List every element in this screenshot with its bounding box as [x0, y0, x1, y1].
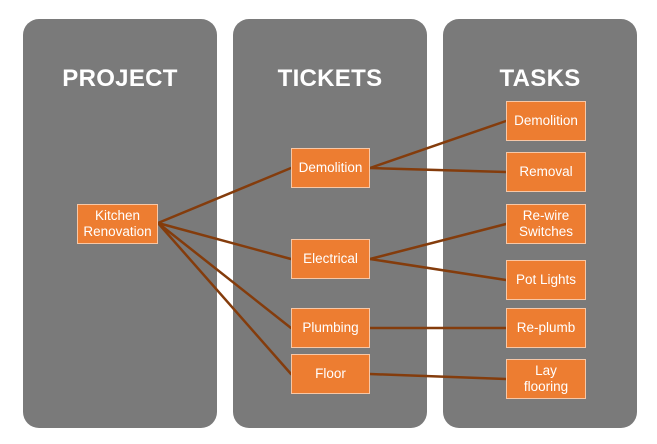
link-project-electrical	[156, 221, 293, 261]
ticket-node-electrical[interactable]: Electrical	[291, 239, 370, 279]
task-node-pot-lights[interactable]: Pot Lights	[506, 260, 586, 300]
task-node-demolition[interactable]: Demolition	[506, 101, 586, 141]
link-demolition-demolition	[368, 119, 508, 170]
task-node-replumb[interactable]: Re-plumb	[506, 308, 586, 348]
project-node-kitchen-renovation[interactable]: Kitchen Renovation	[77, 204, 158, 244]
link-floor-layflooring	[368, 372, 508, 381]
link-project-floor	[156, 221, 293, 376]
tickets-column-title: TICKETS	[277, 65, 383, 92]
ticket-node-demolition[interactable]: Demolition	[291, 148, 370, 188]
ticket-node-floor[interactable]: Floor	[291, 354, 370, 394]
project-column-title: PROJECT	[62, 65, 178, 92]
link-project-plumbing	[156, 221, 293, 330]
task-node-removal[interactable]: Removal	[506, 152, 586, 192]
link-project-demolition	[156, 166, 293, 225]
link-demolition-removal	[368, 166, 508, 174]
task-node-rewire-switches[interactable]: Re-wire Switches	[506, 204, 586, 244]
link-electrical-rewire	[368, 222, 508, 261]
link-electrical-potlights	[368, 257, 508, 282]
ticket-node-plumbing[interactable]: Plumbing	[291, 308, 370, 348]
task-node-lay-flooring[interactable]: Lay flooring	[506, 359, 586, 399]
tasks-column-title: TASKS	[499, 65, 581, 92]
